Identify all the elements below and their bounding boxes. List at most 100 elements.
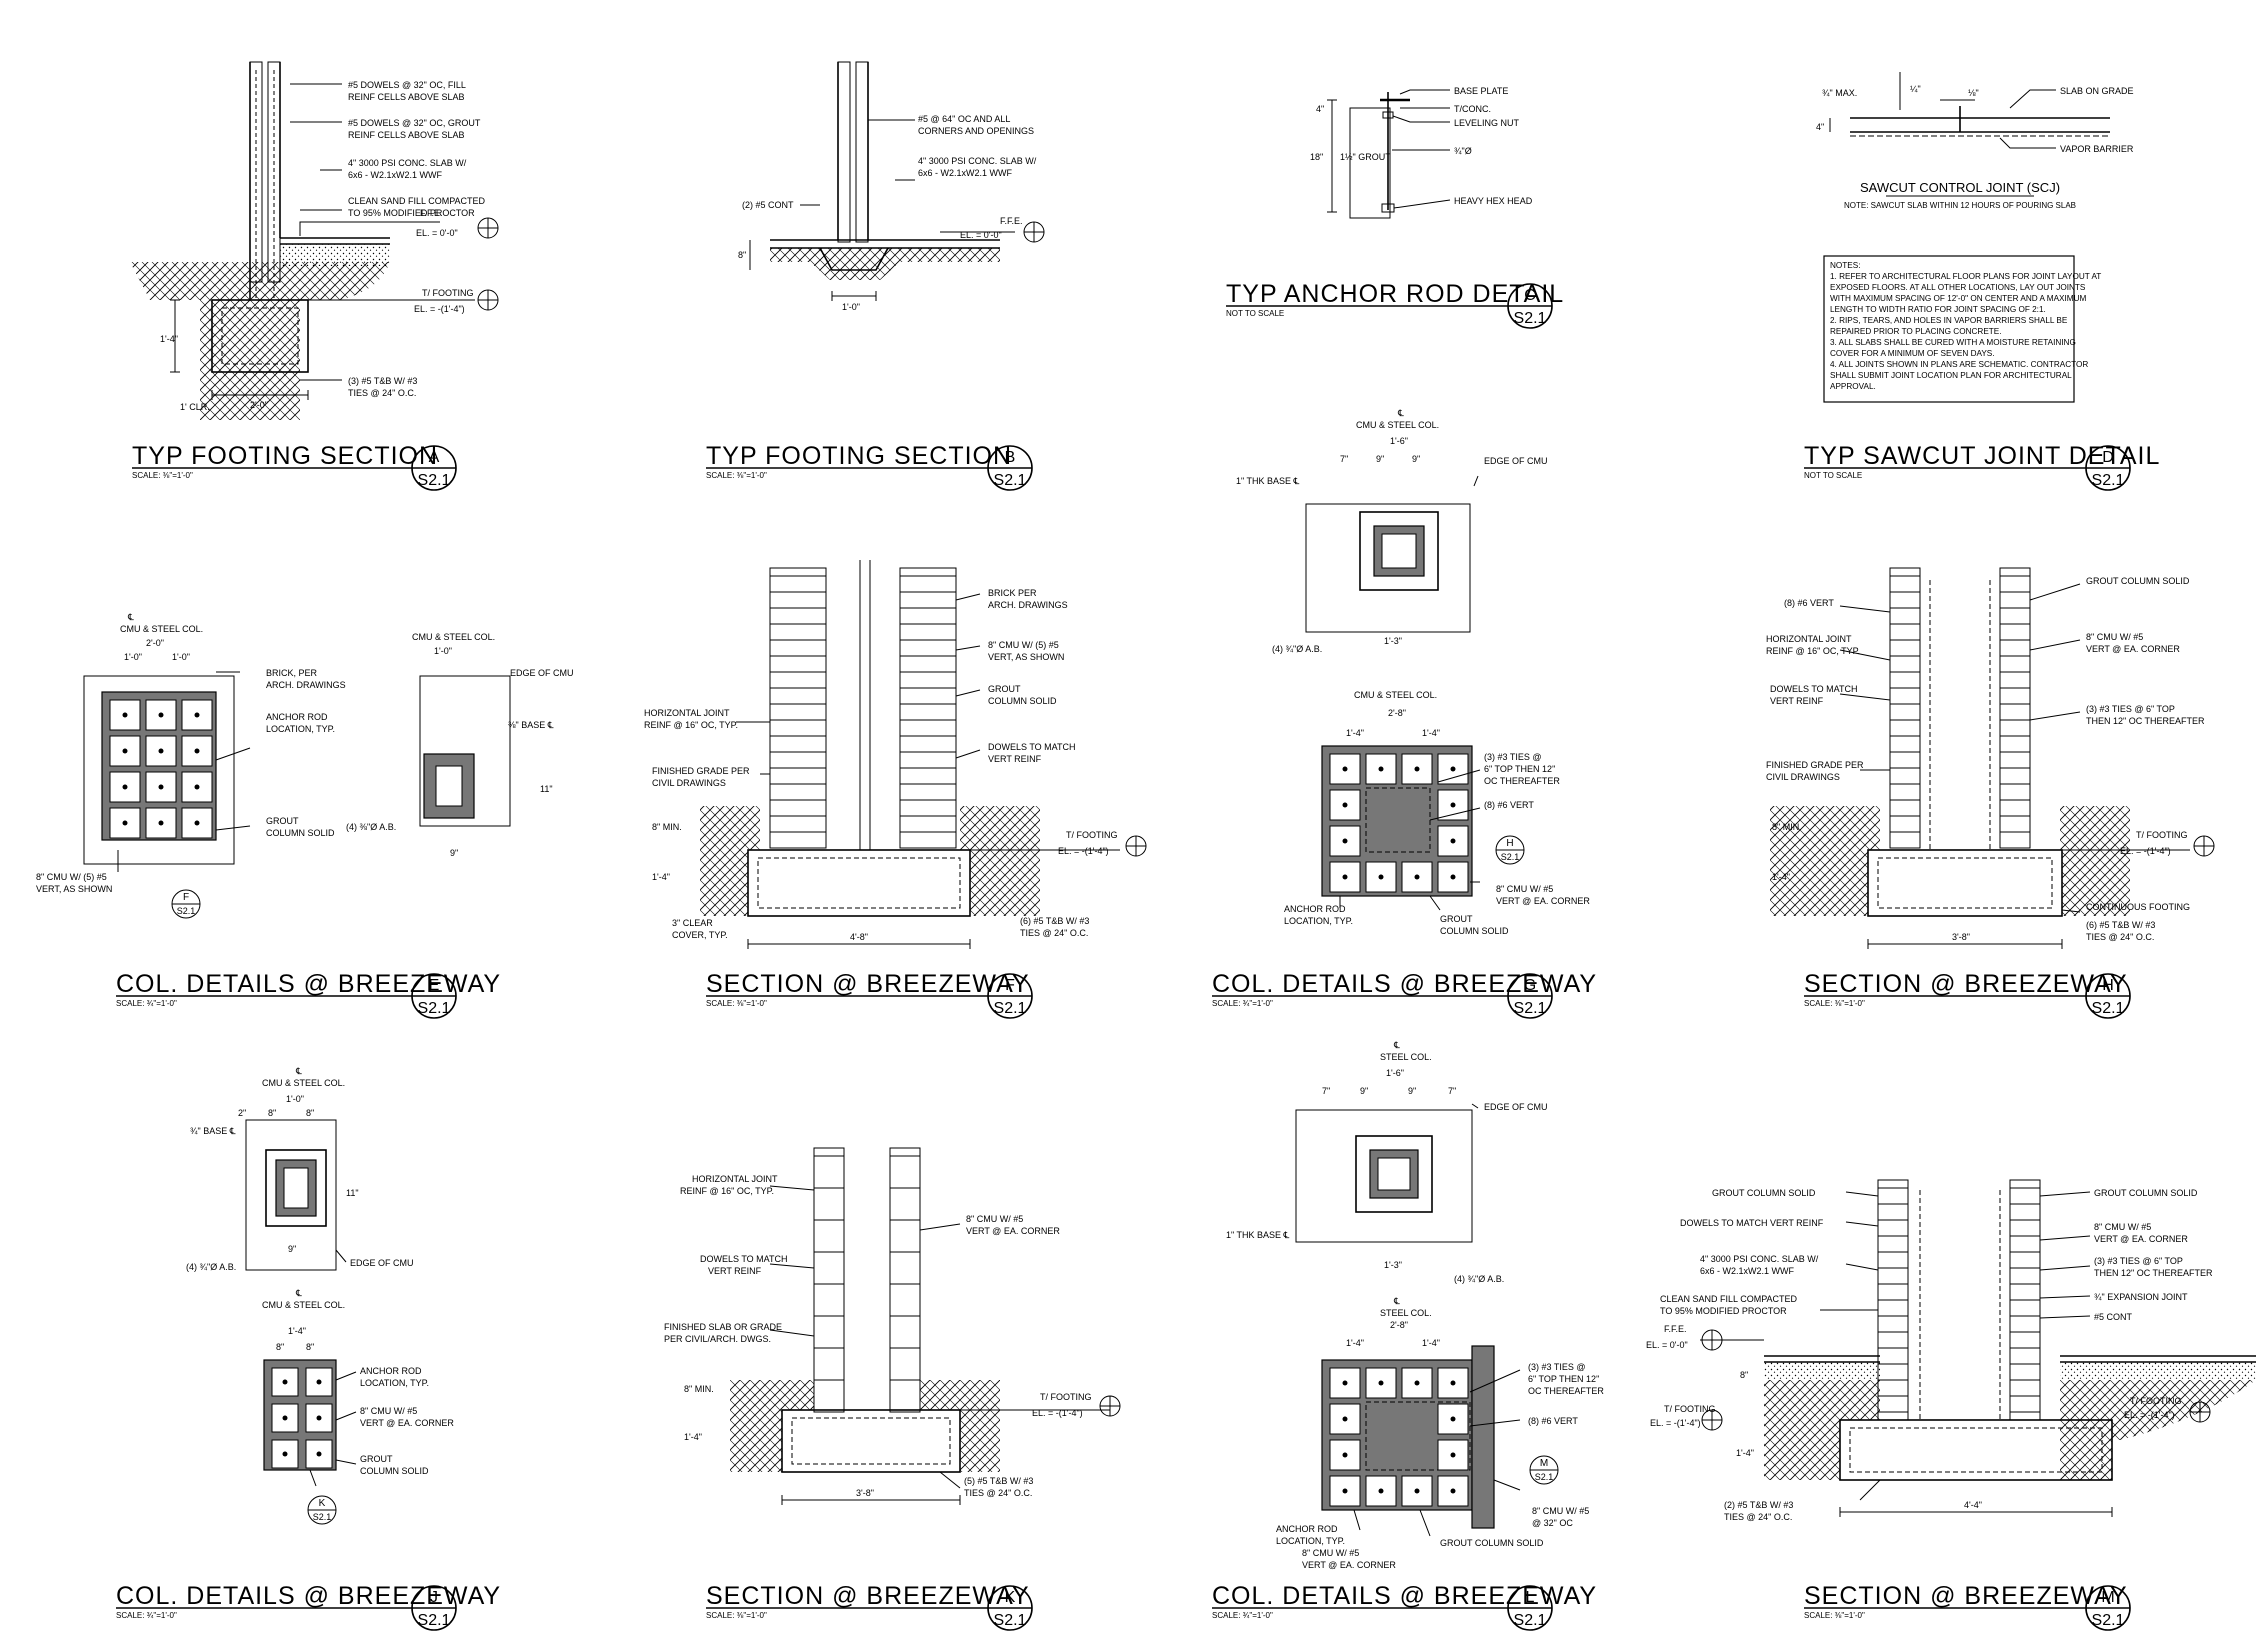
note: (3) #5 T&B W/ #3 (348, 376, 417, 386)
note: 8" CMU W/ #5 (360, 1406, 417, 1416)
note: CMU & STEEL COL. (1356, 420, 1439, 430)
leader-lines (769, 1185, 961, 1489)
note: (8) #6 VERT (1784, 598, 1834, 608)
note: FINISHED GRADE PER (1766, 760, 1864, 770)
dim-depth (170, 299, 180, 373)
note: CLEAN SAND FILL COMPACTED (348, 196, 486, 206)
rebar (194, 784, 200, 790)
base-plate (265, 1149, 327, 1227)
rebar (122, 784, 128, 790)
note: CLEAN SAND FILL COMPACTED (1660, 1294, 1798, 1304)
leader-lines (1392, 89, 1451, 209)
detail-scale: NOT TO SCALE (1804, 471, 1862, 480)
dimension: 2'-8" (1388, 708, 1406, 718)
detail-title: TYP FOOTING SECTION (706, 442, 1012, 470)
grout-core (843, 1148, 891, 1412)
tf-marker-cross (1100, 1396, 1120, 1416)
elev-value: EL. = -(1'-4") (2124, 1410, 2175, 1420)
note: TO 95% MODIFIED PROCTOR (1660, 1306, 1787, 1316)
note: GROUT COLUMN SOLID (2086, 576, 2190, 586)
note: COLUMN SOLID (988, 696, 1057, 706)
detail-title: SECTION @ BREEZEWAY (1804, 1582, 2128, 1610)
dim-width (781, 1495, 961, 1505)
thickened-slab (819, 247, 889, 271)
note: 4" 3000 PSI CONC. SLAB W/ (348, 158, 467, 168)
note: 6" TOP THEN 12" (1528, 1374, 1599, 1384)
note: ANCHOR ROD (1276, 1524, 1338, 1534)
cut-ref: M (1540, 1458, 1548, 1469)
dimension: 1'-4" (1772, 872, 1790, 882)
note: ¾" BASE ℄ (190, 1126, 236, 1136)
note: (4) ¾"Ø A.B. (186, 1262, 236, 1272)
masonry-courses (1890, 575, 2030, 849)
note: HEAVY HEX HEAD (1454, 196, 1533, 206)
plate-outline (245, 1119, 337, 1271)
dimension: 1'-0" (286, 1094, 304, 1104)
note: FINISHED SLAB OR GRADE (664, 1322, 782, 1332)
note: CIVIL DRAWINGS (1766, 772, 1840, 782)
detail-id: B (1005, 449, 1016, 466)
leveling-nut (1382, 111, 1394, 119)
cmu-cell (271, 1403, 299, 1433)
note: ℄ (1393, 1040, 1400, 1050)
rebar (1342, 838, 1348, 844)
detail-id: F (1005, 977, 1015, 994)
note: ¾"Ø (1454, 146, 1472, 156)
note: CMU & STEEL COL. (262, 1300, 345, 1310)
note: BRICK PER (988, 588, 1037, 598)
note: 8" CMU W/ #5 (1302, 1548, 1359, 1558)
note: CMU & STEEL COL. (120, 624, 203, 634)
rebar (1450, 1488, 1456, 1494)
leader-lines (1999, 89, 2056, 149)
sheet-number: S2.1 (2092, 1000, 2125, 1017)
detail-k: HORIZONTAL JOINT REINF @ 16" OC, TYP. 8"… (664, 1147, 1121, 1631)
detail-scale: SCALE: ¾"=1'-0" (116, 999, 177, 1008)
note: DOWELS TO MATCH (700, 1254, 788, 1264)
note: TO 95% MODIFIED PROCTOR (348, 208, 475, 218)
note: (8) #6 VERT (1528, 1416, 1578, 1426)
general-note: 4. ALL JOINTS SHOWN IN PLANS ARE SCHEMAT… (1830, 360, 2088, 369)
soil-hatch (1764, 1380, 2256, 1480)
elev-value: EL. = -(1'-4") (1058, 846, 1109, 856)
note: T/CONC. (1454, 104, 1491, 114)
rebar (122, 712, 128, 718)
footing-reinf (1877, 857, 2053, 909)
general-note: 1. REFER TO ARCHITECTURAL FLOOR PLANS FO… (1830, 272, 2101, 281)
elev-label: T/ FOOTING (2136, 830, 2188, 840)
note: CMU & STEEL COL. (412, 632, 495, 642)
dimension: 1'-0" (172, 652, 190, 662)
sheet-number: S2.1 (2092, 472, 2125, 489)
detail-id: D (2102, 449, 2114, 466)
rebar (1342, 802, 1348, 808)
rebar (194, 712, 200, 718)
detail-id: H (2102, 977, 2114, 994)
cmu-wall-left (837, 61, 851, 243)
rebar (158, 820, 164, 826)
masonry-courses (1878, 1187, 2040, 1413)
note: COLUMN SOLID (266, 828, 335, 838)
note: GROUT (360, 1454, 393, 1464)
note: #5 DOWELS @ 32" OC, FILL (348, 80, 466, 90)
steel-tube-void (1381, 533, 1417, 569)
vert-bars (1929, 580, 1991, 850)
note: BRICK, PER (266, 668, 318, 678)
dimension: 1½" GROUT (1340, 152, 1391, 162)
dimension: 3'-8" (856, 1488, 874, 1498)
dowel (255, 70, 275, 300)
note: (8) #6 VERT (1484, 800, 1534, 810)
note: 6x6 - W2.1xW2.1 WWF (348, 170, 443, 180)
plate-outline (1305, 503, 1471, 633)
detail-id: J (430, 1589, 438, 1606)
dimension: 8" (268, 1108, 276, 1118)
dimension: 9" (288, 1244, 296, 1254)
dimension: 2" (238, 1108, 246, 1118)
wall-outline (837, 62, 869, 240)
dimension: 3'-8" (1952, 932, 1970, 942)
note: VERT, AS SHOWN (36, 884, 112, 894)
cmu-cell (1329, 1475, 1361, 1507)
note: 8" CMU W/ #5 (966, 1214, 1023, 1224)
dimension: 1'-4" (1736, 1448, 1754, 1458)
note: (6) #5 T&B W/ #3 (2086, 920, 2155, 930)
rebar (282, 1415, 288, 1421)
